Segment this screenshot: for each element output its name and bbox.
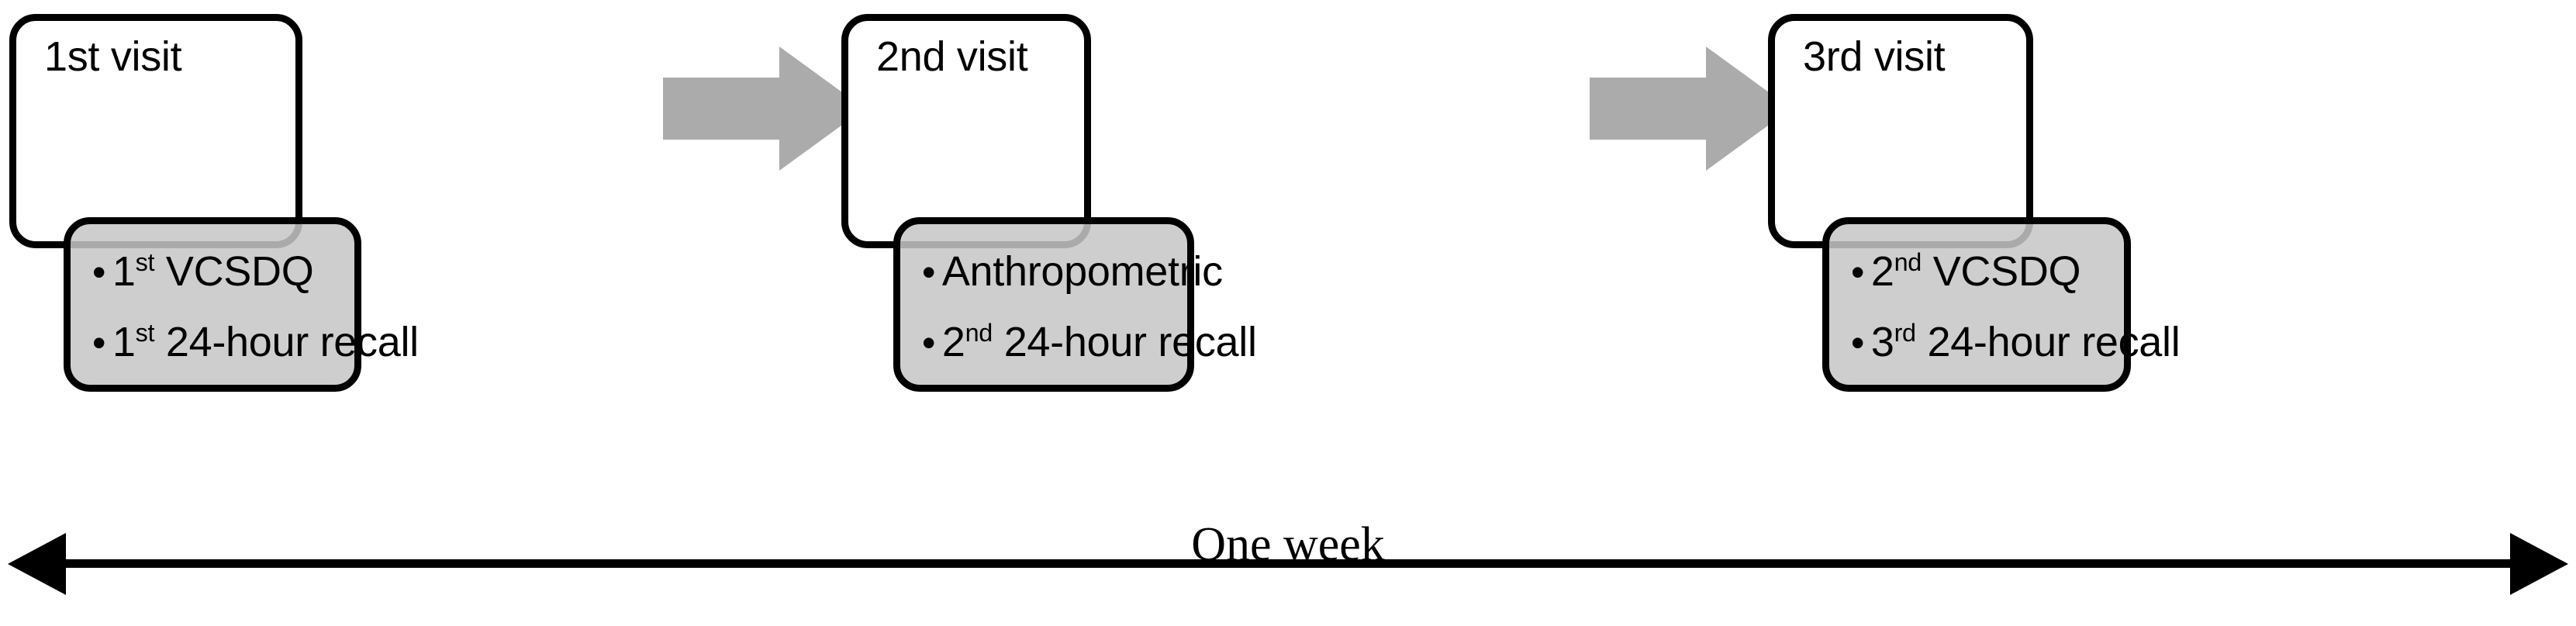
visit-title-2: 2nd visit — [876, 33, 1028, 80]
list-item: •3rd 24-hour recall — [1851, 315, 2181, 370]
list-item-text: 24-hour recall — [1915, 319, 2181, 365]
bullet-dot-icon: • — [92, 251, 106, 294]
list-item-prefix: 2 — [1870, 248, 1894, 295]
list-item: •2nd 24-hour recall — [922, 315, 1257, 370]
bullet-dot-icon: • — [922, 251, 936, 294]
task-card-1[interactable]: •1st VCSDQ •1st 24-hour recall — [64, 217, 419, 392]
bullet-dot-icon: • — [92, 321, 106, 365]
list-item-ordinal-suffix: st — [135, 248, 155, 276]
visit-card-1[interactable]: 1st visit — [9, 14, 302, 248]
double-headed-arrow-icon — [8, 533, 2568, 595]
list-item: •1st VCSDQ — [92, 244, 350, 299]
list-item-prefix: 2 — [941, 319, 965, 365]
bullet-dot-icon: • — [1851, 321, 1865, 365]
list-item: •1st 24-hour recall — [92, 315, 419, 370]
right-block-arrow-icon — [1590, 47, 1791, 171]
list-item-text: 24-hour recall — [154, 319, 419, 365]
bullet-dot-icon: • — [922, 321, 936, 365]
visit-group-2: 2nd visit •Anthropometric •2nd 24-hour r… — [841, 0, 1617, 496]
visit-group-3: 3rd visit •2nd VCSDQ •3rd 24-hour recall — [1768, 0, 2576, 496]
list-item-prefix: 1 — [112, 248, 136, 295]
list-item-prefix: 1 — [112, 319, 136, 365]
list-item-text: VCSDQ — [154, 248, 314, 295]
list-item-text: 24-hour recall — [993, 319, 1257, 365]
task-card-2[interactable]: •Anthropometric •2nd 24-hour recall — [893, 217, 1257, 392]
right-block-arrow-icon — [663, 47, 865, 171]
list-item-ordinal-suffix: nd — [1894, 248, 1922, 276]
list-item: •Anthropometric — [922, 244, 1223, 299]
visit-title-1: 1st visit — [44, 33, 182, 80]
list-item-ordinal-suffix: st — [135, 319, 155, 347]
task-list-1: •1st VCSDQ •1st 24-hour recall — [92, 244, 419, 386]
list-item-prefix: 3 — [1870, 319, 1894, 365]
list-item: •2nd VCSDQ — [1851, 244, 2119, 299]
visit-title-3: 3rd visit — [1803, 33, 1946, 80]
task-list-3: •2nd VCSDQ •3rd 24-hour recall — [1851, 244, 2181, 386]
list-item-text: VCSDQ — [1922, 248, 2081, 295]
task-card-3[interactable]: •2nd VCSDQ •3rd 24-hour recall — [1822, 217, 2181, 392]
visit-card-2[interactable]: 2nd visit — [841, 14, 1091, 248]
list-item-ordinal-suffix: rd — [1894, 319, 1917, 347]
list-item-ordinal-suffix: nd — [965, 319, 993, 347]
visit-card-3[interactable]: 3rd visit — [1768, 14, 2033, 248]
list-item-text: Anthropometric — [941, 248, 1223, 295]
visit-group-1: 1st visit •1st VCSDQ •1st 24-hour recall — [0, 0, 775, 496]
bullet-dot-icon: • — [1851, 251, 1865, 294]
timeline: One week — [0, 502, 2576, 626]
task-list-2: •Anthropometric •2nd 24-hour recall — [922, 244, 1257, 386]
